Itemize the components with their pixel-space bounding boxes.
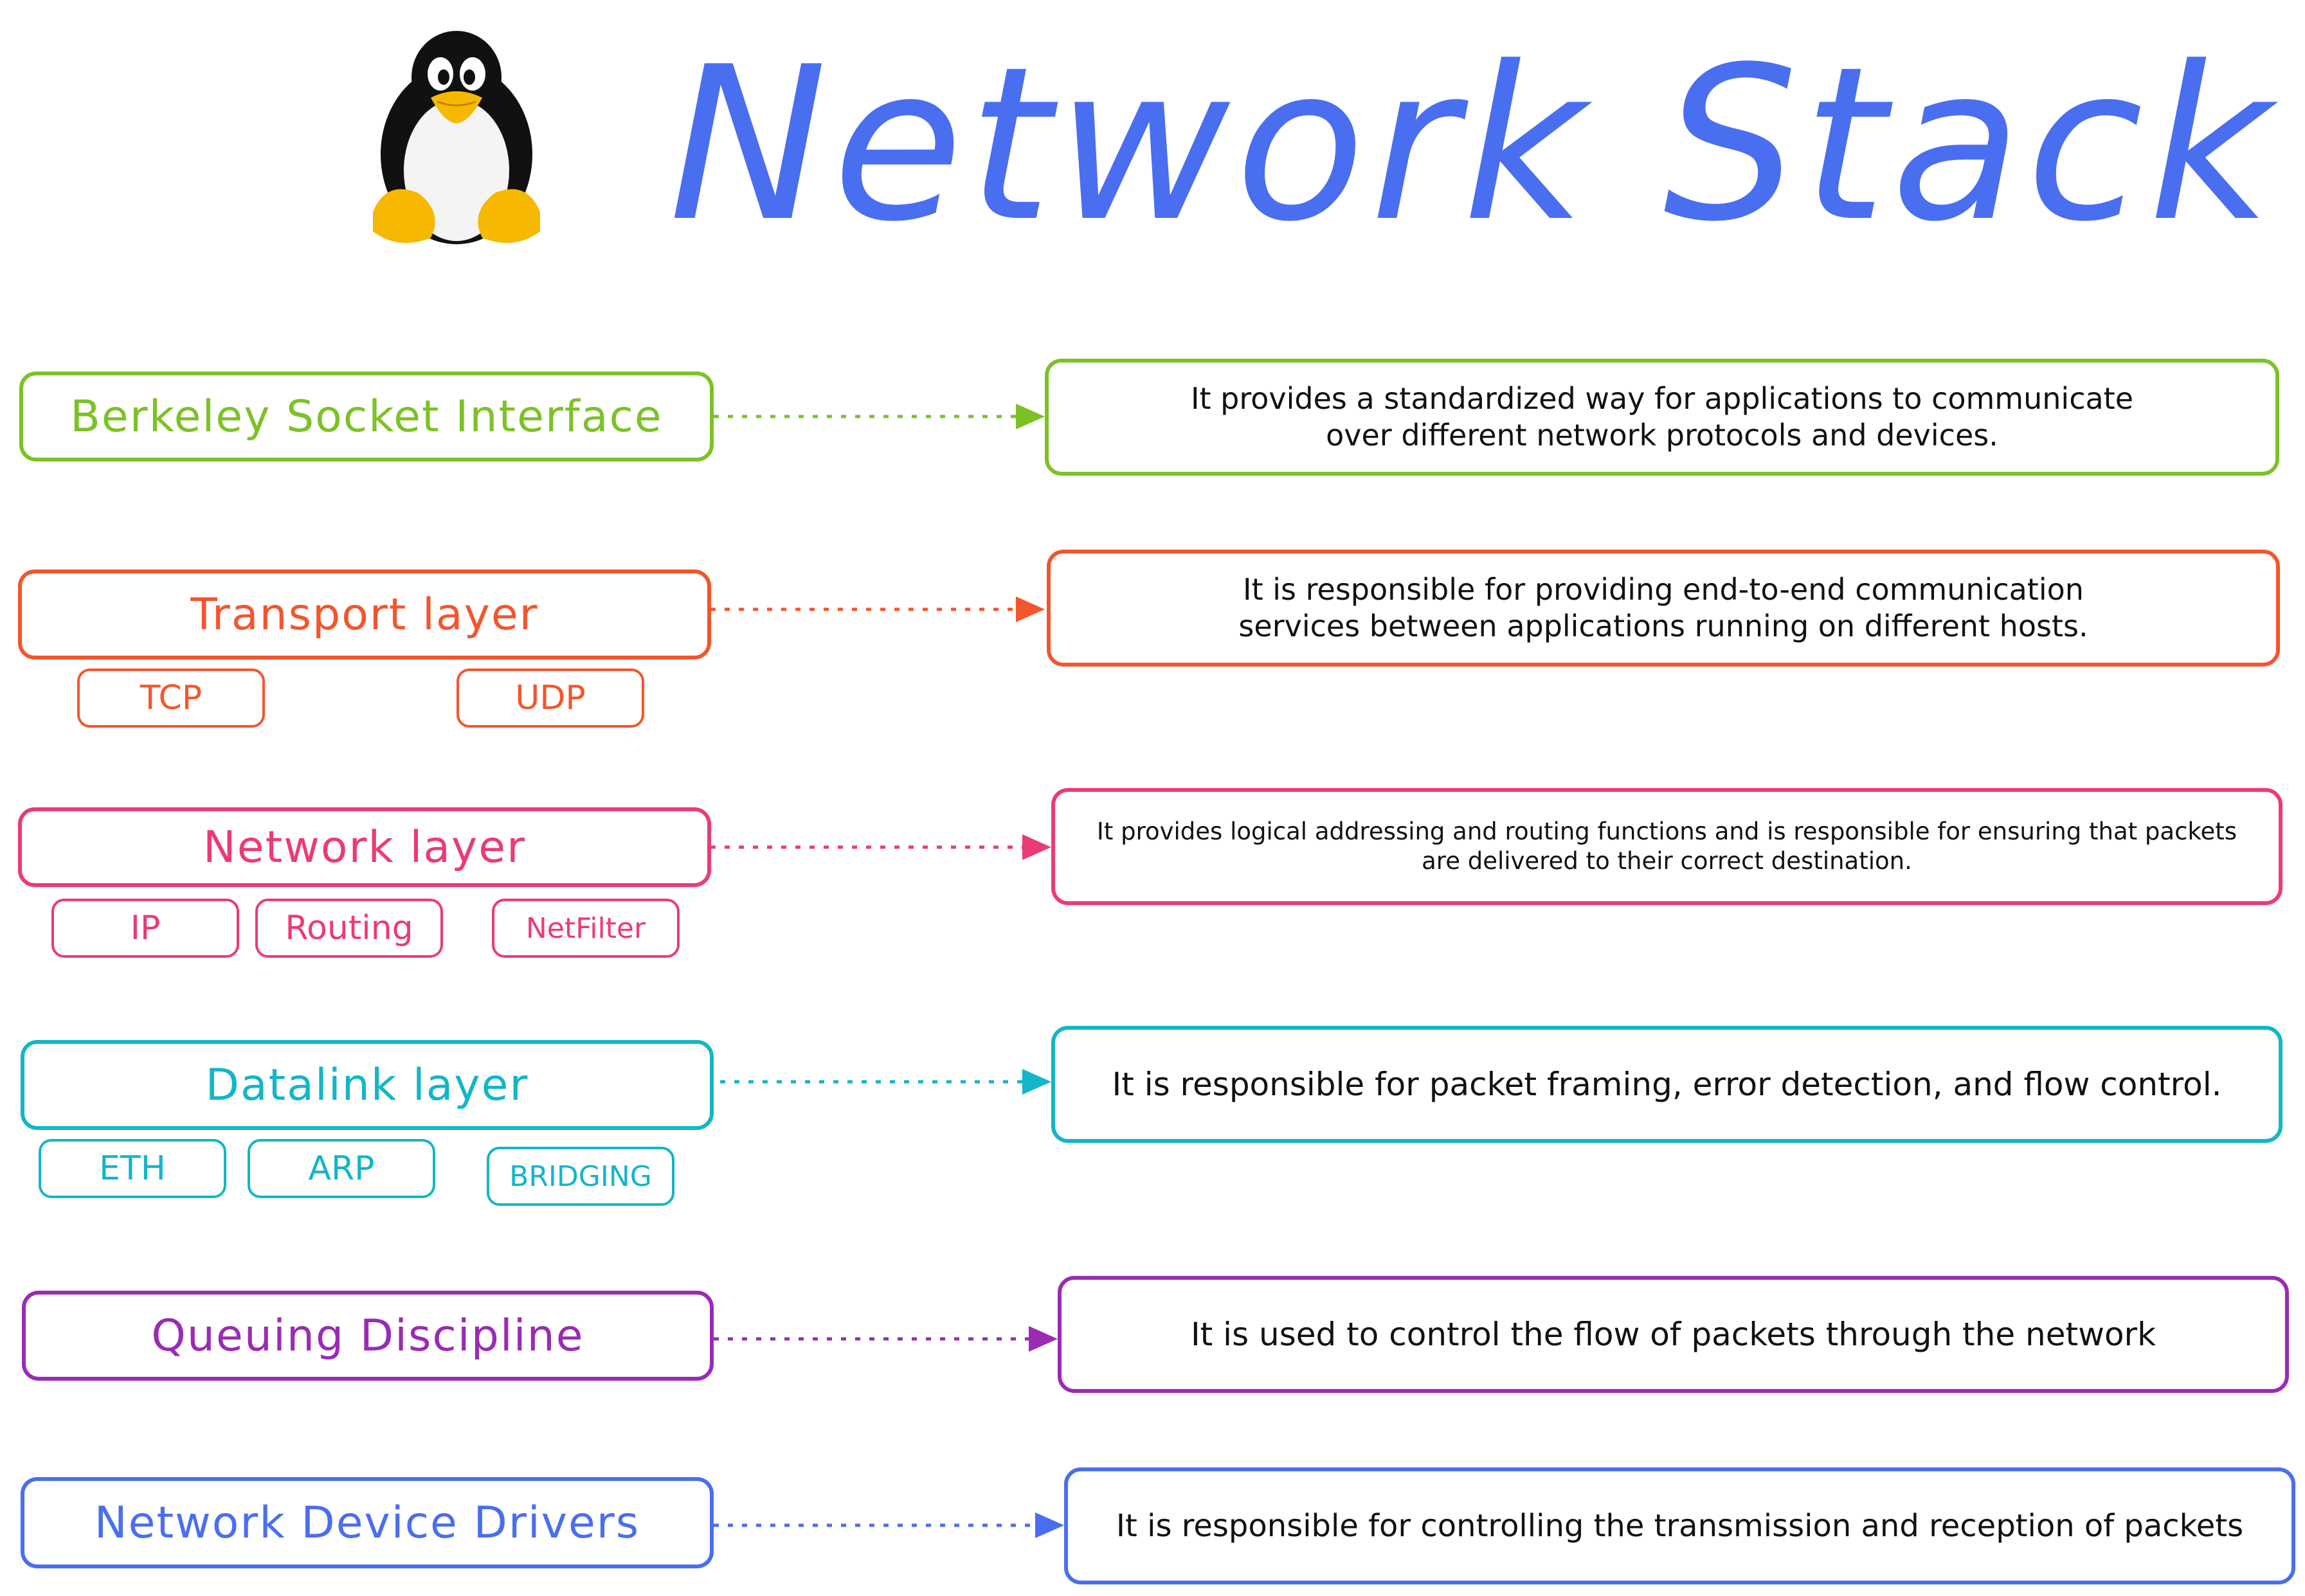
layer-berkeley-socket-interface: Berkeley Socket Interface xyxy=(19,372,714,462)
description-line: It provides logical addressing and routi… xyxy=(1096,817,2237,845)
layer-label: Network layer xyxy=(203,821,527,873)
layer-label: Transport layer xyxy=(190,589,539,640)
layer-label: Network Device Drivers xyxy=(94,1497,640,1548)
description-datalink: It is responsible for packet framing, er… xyxy=(1051,1026,2282,1143)
page-title: Network Stack xyxy=(669,21,2277,268)
subcomponent-label: BRIDGING xyxy=(509,1160,652,1193)
description-line: It is responsible for providing end-to-e… xyxy=(1243,571,2084,607)
subcomponent-label: NetFilter xyxy=(525,911,646,945)
subcomponent-label: ARP xyxy=(308,1149,375,1188)
subcomponent-label: UDP xyxy=(515,679,586,717)
description-network-device-drivers: It is responsible for controlling the tr… xyxy=(1064,1467,2295,1584)
description-line: It is responsible for packet framing, er… xyxy=(1112,1065,2222,1103)
subcomponent-udp: UDP xyxy=(456,668,644,728)
subcomponent-tcp: TCP xyxy=(77,668,265,728)
layer-queuing-discipline: Queuing Discipline xyxy=(22,1291,714,1381)
description-queuing-discipline: It is used to control the flow of packet… xyxy=(1058,1276,2289,1393)
description-line: are delivered to their correct destinati… xyxy=(1422,847,1912,875)
subcomponent-label: IP xyxy=(130,909,161,947)
description-line: over different network protocols and dev… xyxy=(1326,418,1998,453)
subcomponent-eth: ETH xyxy=(39,1139,226,1198)
layer-network-device-drivers: Network Device Drivers xyxy=(21,1477,714,1568)
description-line: It is responsible for controlling the tr… xyxy=(1116,1508,2244,1544)
subcomponent-netfilter: NetFilter xyxy=(492,899,680,958)
description-line: services between applications running on… xyxy=(1238,609,2088,643)
layer-network: Network layer xyxy=(18,807,711,887)
layer-datalink: Datalink layer xyxy=(21,1040,714,1130)
subcomponent-label: ETH xyxy=(99,1149,166,1188)
subcomponent-label: TCP xyxy=(140,679,203,717)
layer-label: Berkeley Socket Interface xyxy=(70,391,663,442)
layer-transport: Transport layer xyxy=(18,569,711,659)
subcomponent-bridging: BRIDGING xyxy=(487,1147,674,1206)
description-transport: It is responsible for providing end-to-e… xyxy=(1047,550,2280,667)
description-line: It provides a standardized way for appli… xyxy=(1190,381,2134,416)
tux-penguin-icon xyxy=(360,26,553,251)
layer-label: Queuing Discipline xyxy=(151,1310,584,1361)
description-network: It provides logical addressing and routi… xyxy=(1051,788,2282,905)
description-line: It is used to control the flow of packet… xyxy=(1190,1315,2156,1353)
layer-label: Datalink layer xyxy=(205,1059,529,1111)
subcomponent-arp: ARP xyxy=(248,1139,435,1198)
subcomponent-routing: Routing xyxy=(255,899,443,958)
subcomponent-ip: IP xyxy=(51,899,239,958)
description-berkeley-socket-interface: It provides a standardized way for appli… xyxy=(1045,359,2279,476)
subcomponent-label: Routing xyxy=(285,909,413,947)
